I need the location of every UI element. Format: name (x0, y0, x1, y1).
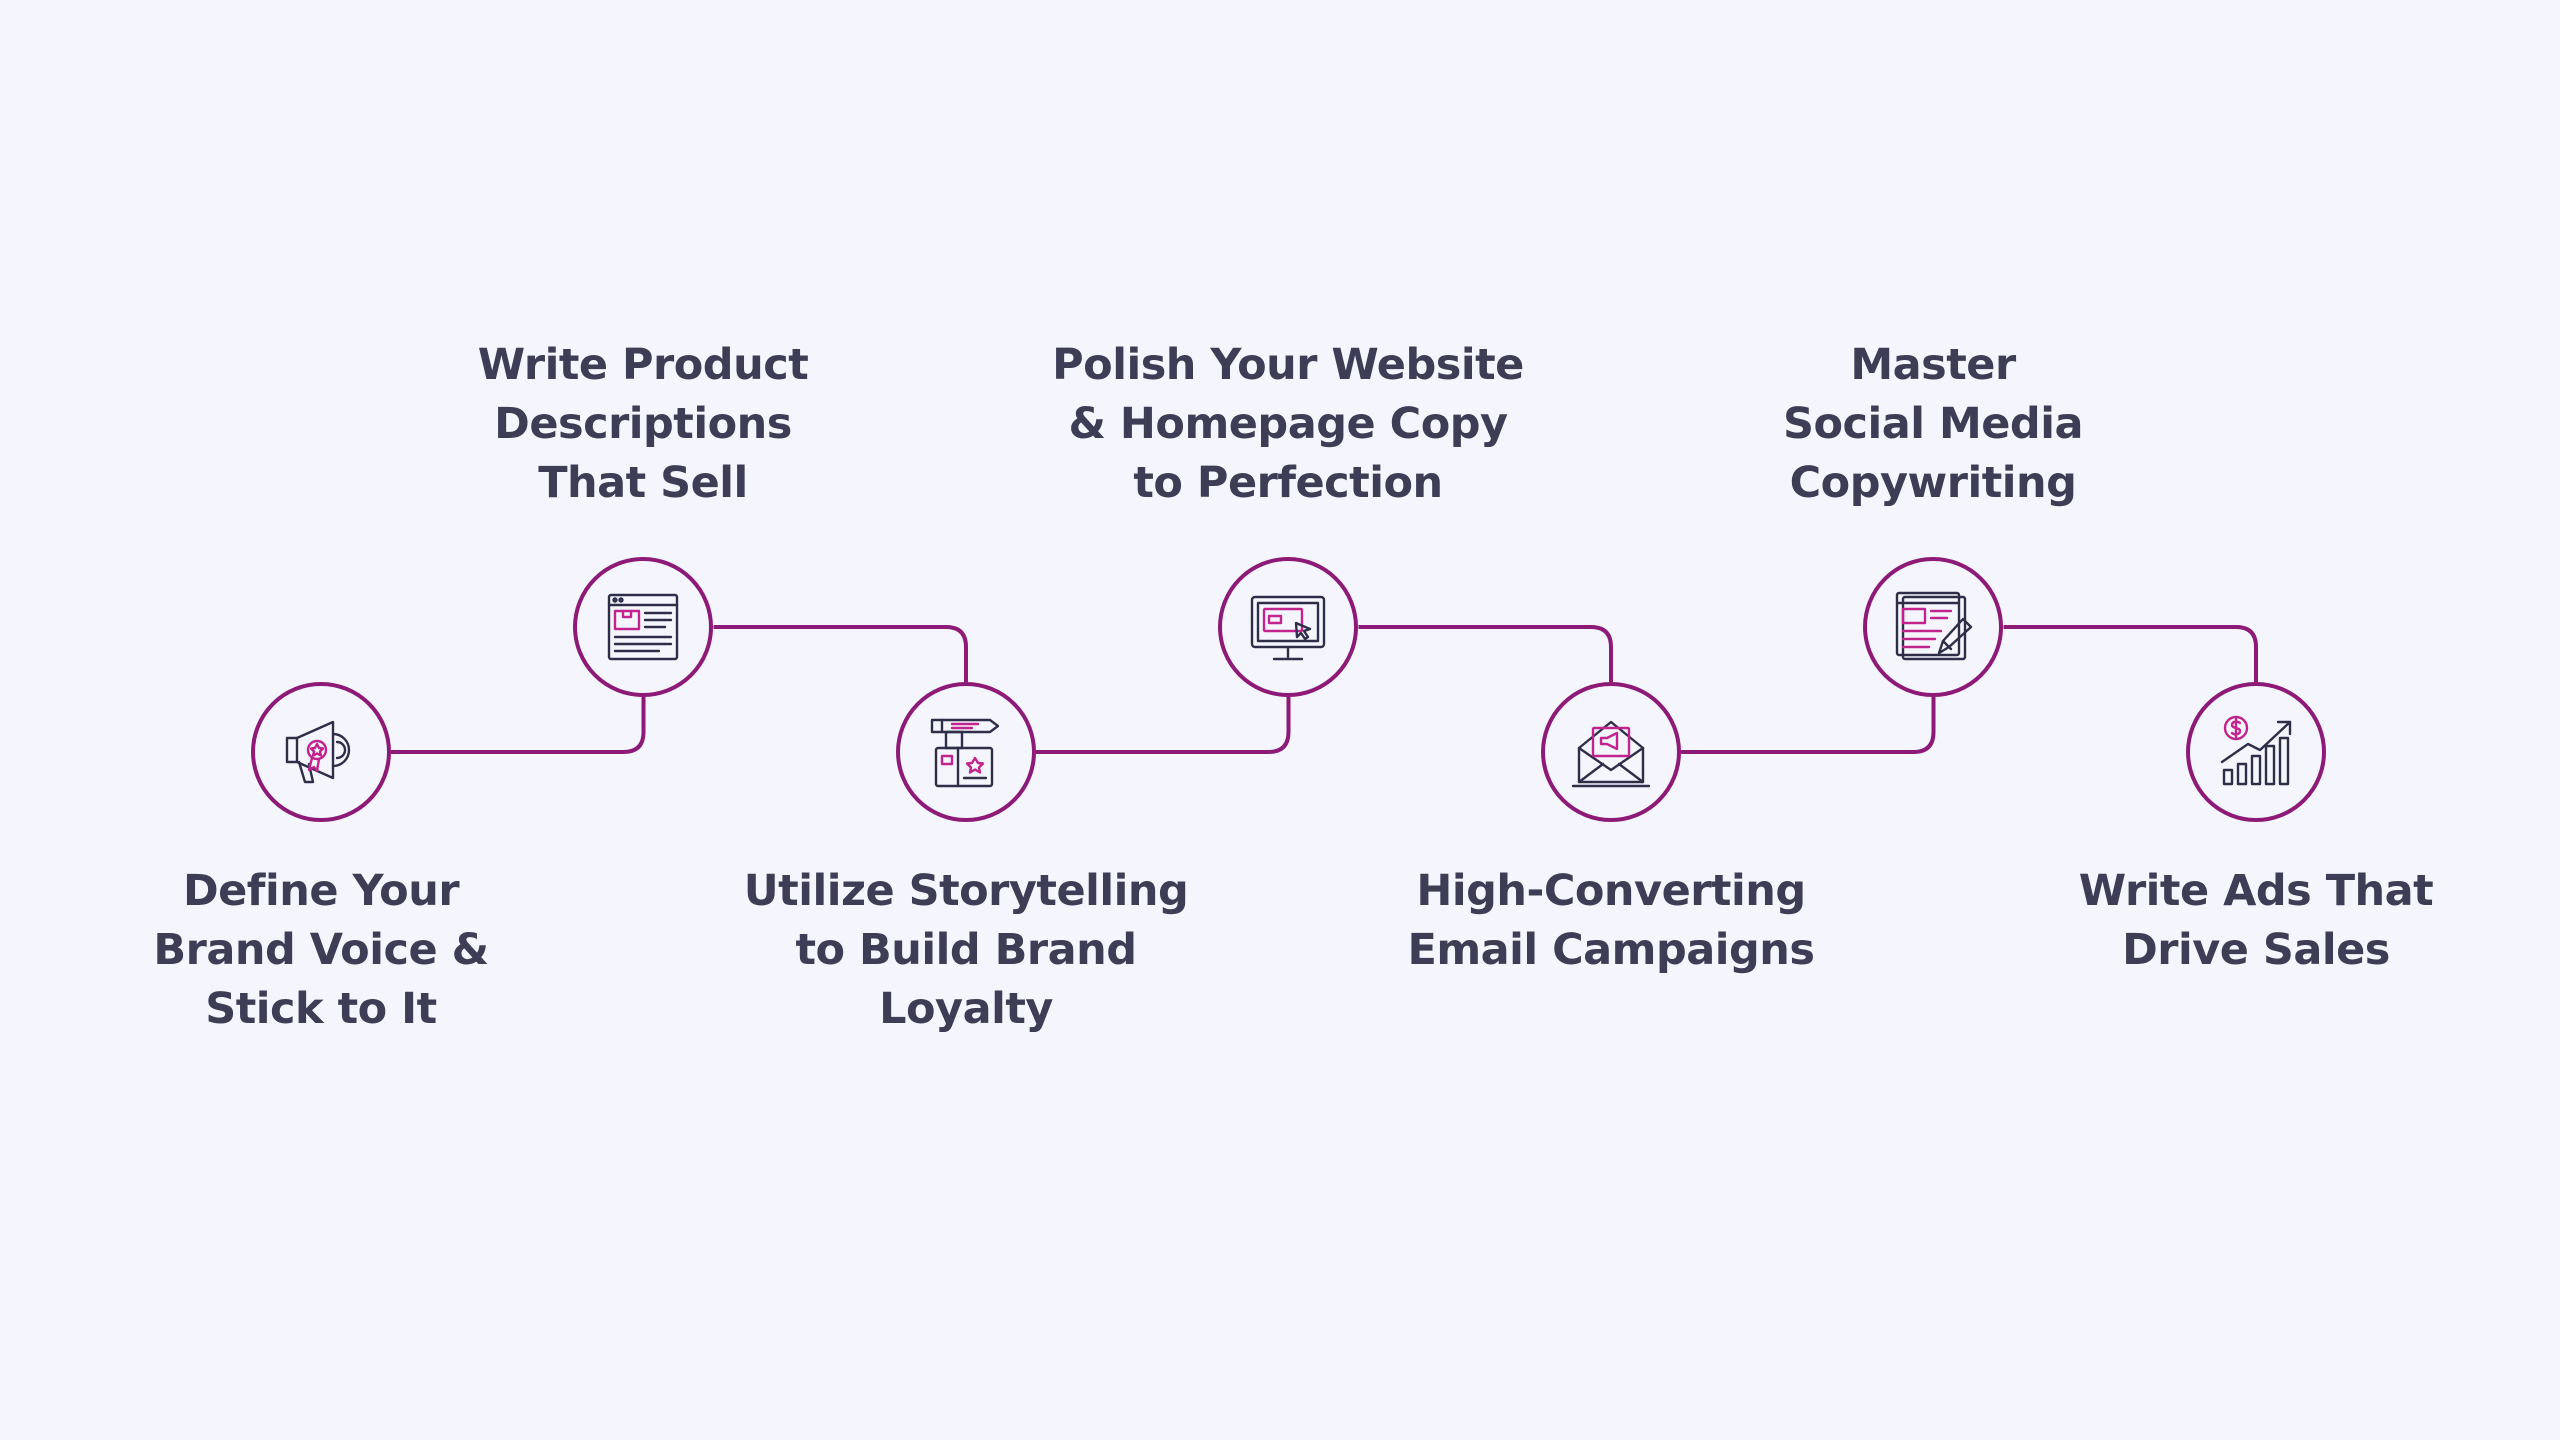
step-7-node (2186, 682, 2326, 822)
step-3-label: Utilize Storytelling to Build Brand Loya… (743, 866, 1189, 1034)
connector-3-4 (1036, 697, 1291, 754)
storytelling-box-icon (930, 718, 1000, 788)
social-copywriting-icon (1895, 591, 1973, 661)
website-monitor-icon (1250, 595, 1326, 661)
step-2-label: Write Product Descriptions That Sell (477, 340, 809, 508)
step-3-node (896, 682, 1036, 822)
connector-4-5 (1358, 625, 1613, 682)
step-2-node (573, 557, 713, 697)
connector-2-3 (713, 625, 968, 682)
step-4-label: Polish Your Website & Homepage Copy to P… (1052, 340, 1524, 508)
sales-growth-chart-icon (2220, 715, 2292, 786)
connector-5-6 (1681, 697, 1936, 754)
email-campaign-icon (1571, 720, 1651, 788)
step-7-label: Write Ads That Drive Sales (2078, 866, 2434, 975)
product-page-icon (607, 593, 679, 661)
megaphone-icon (285, 720, 351, 784)
step-5-label: High-Converting Email Campaigns (1407, 866, 1815, 975)
step-6-node (1863, 557, 2003, 697)
step-1-node (251, 682, 391, 822)
connector-6-7 (2003, 625, 2258, 682)
step-6-label: Master Social Media Copywriting (1783, 340, 2083, 508)
step-5-node (1541, 682, 1681, 822)
step-4-node (1218, 557, 1358, 697)
connector-1-2 (391, 697, 646, 754)
step-1-label: Define Your Brand Voice & Stick to It (153, 866, 489, 1034)
